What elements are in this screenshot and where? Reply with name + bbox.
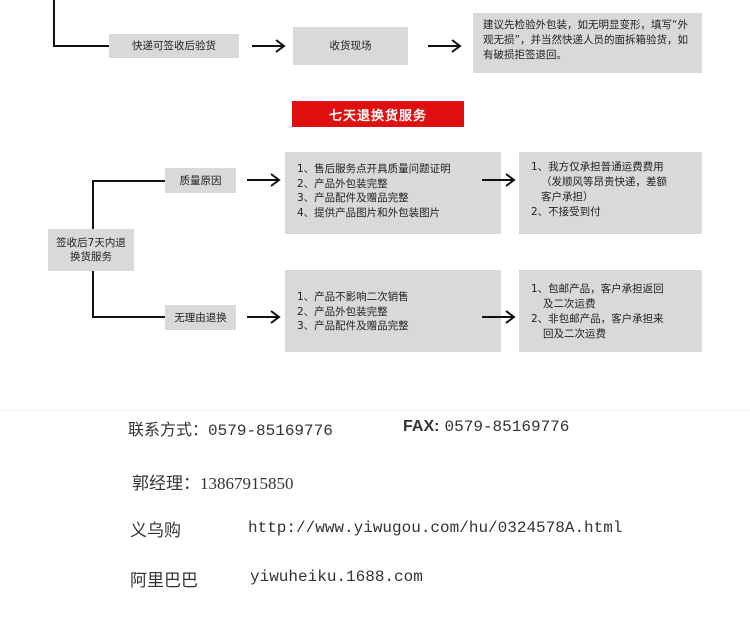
arrow-icon — [428, 39, 462, 53]
top-step-advice-box: 建议先检验外包装，如无明显变形，填写“外观无损”，并当然快递人员的面拆箱验货，如… — [473, 13, 702, 73]
list-item: 3、产品配件及赠品完整 — [297, 192, 409, 204]
top-step-scene-label: 收货现场 — [329, 40, 372, 52]
contact-phone-label: 联系方式： — [128, 420, 209, 439]
top-step-receive-label: 快递可签收后验货 — [132, 40, 216, 52]
list-item: 客户承担） — [541, 191, 594, 203]
contact-phone-row: 联系方式：0579-85169776 — [128, 416, 333, 440]
banner-title: 七天退换货服务 — [328, 108, 427, 124]
quality-reason-box: 质量原因 — [165, 168, 236, 193]
quality-results-box: 1、我方仅承担普通运费费用 （发顺风等昂贵快递，差额 客户承担） 2、不接受到付 — [519, 152, 702, 234]
list-item: 3、产品配件及赠品完整 — [297, 320, 409, 332]
list-item: 1、我方仅承担普通运费费用 — [531, 161, 664, 173]
contact-fax-number: 0579-85169776 — [444, 418, 570, 436]
manager-row: 郭经理：13867915850 — [132, 469, 294, 494]
branch-vertical-lower — [92, 271, 94, 318]
contact-phone-number: 0579-85169776 — [208, 422, 333, 440]
top-step-scene-box: 收货现场 — [293, 27, 408, 65]
arrow-icon — [247, 173, 281, 187]
contact-fax-row: FAX: 0579-85169776 — [403, 416, 569, 436]
manager-phone: 13867915850 — [200, 474, 294, 493]
alibaba-link[interactable]: yiwuheiku.1688.com — [250, 568, 423, 586]
list-item: 2、产品外包装完整 — [297, 177, 388, 190]
contact-fax-label: FAX: — [403, 418, 440, 435]
yiwugou-link[interactable]: http://www.yiwugou.com/hu/0324578A.html — [248, 519, 623, 537]
arrow-icon — [482, 173, 516, 187]
top-step-receive-box: 快递可签收后验货 — [109, 34, 239, 58]
top-connector-vertical — [53, 0, 55, 47]
list-item: 1、售后服务点开具质量问题证明 — [297, 163, 451, 175]
no-reason-return-box: 无理由退换 — [165, 305, 236, 330]
no-reason-conditions-box: 1、产品不影响二次销售 2、产品外包装完整 3、产品配件及赠品完整 — [285, 270, 501, 352]
top-connector-horizontal — [53, 45, 109, 47]
seven-day-return-banner: 七天退换货服务 — [292, 101, 464, 127]
no-reason-results-box: 1、包邮产品，客户承担返回 及二次运费 2、非包邮产品，客户承担来 回及二次运费 — [519, 270, 702, 352]
arrow-icon — [247, 310, 281, 324]
list-item: 2、不接受到付 — [531, 206, 601, 218]
return-policy-root-box: 签收后7天内退换货服务 — [48, 229, 134, 271]
branch-horizontal-quality — [92, 180, 165, 182]
list-item: 1、包邮产品，客户承担返回 — [531, 283, 664, 295]
top-step-advice-text: 建议先检验外包装，如无明显变形，填写“外观无损”，并当然快递人员的面拆箱验货，如… — [483, 19, 688, 61]
no-reason-return-label: 无理由退换 — [174, 311, 227, 324]
list-item: （发顺风等昂贵快递，差额 — [541, 176, 667, 188]
faint-divider — [0, 410, 750, 411]
list-item: 及二次运费 — [543, 298, 596, 310]
list-item: 4、提供产品图片和外包装图片 — [297, 206, 441, 219]
alibaba-label: 阿里巴巴 — [130, 571, 198, 591]
yiwugou-label: 义乌购 — [130, 521, 181, 541]
quality-reason-label: 质量原因 — [179, 174, 222, 187]
branch-horizontal-no-reason — [92, 316, 165, 318]
return-policy-root-label: 签收后7天内退换货服务 — [56, 237, 126, 263]
arrow-icon — [482, 310, 516, 324]
branch-vertical-upper — [92, 180, 94, 229]
arrow-icon — [252, 39, 286, 53]
quality-conditions-box: 1、售后服务点开具质量问题证明 2、产品外包装完整 3、产品配件及赠品完整 4、… — [285, 152, 501, 234]
list-item: 2、非包邮产品，客户承担来 — [531, 313, 664, 325]
list-item: 1、产品不影响二次销售 — [297, 291, 409, 303]
manager-label: 郭经理： — [132, 474, 200, 494]
list-item: 2、产品外包装完整 — [297, 305, 388, 318]
list-item: 回及二次运费 — [543, 328, 606, 340]
